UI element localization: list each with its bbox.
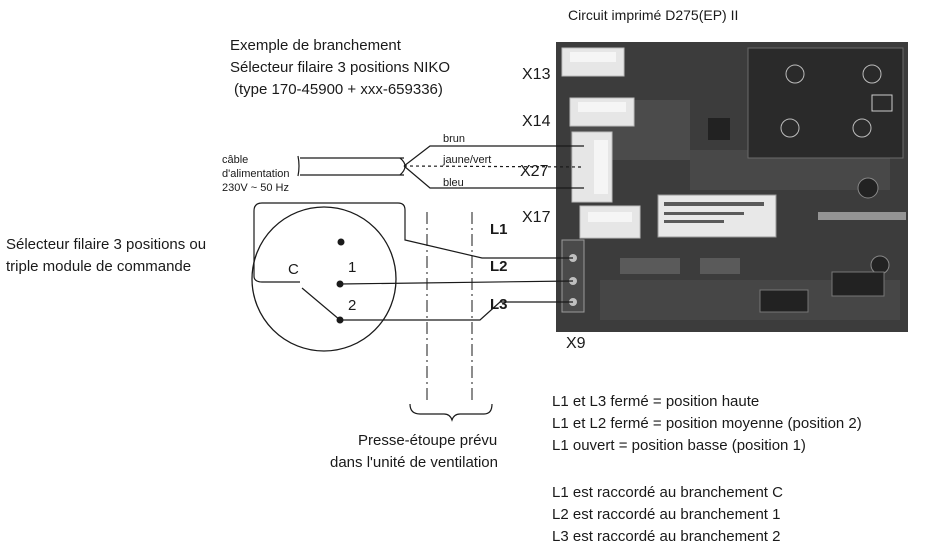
- note-5: L2 est raccordé au branchement 1: [552, 506, 780, 523]
- note-2: L1 et L2 fermé = position moyenne (posit…: [552, 415, 862, 432]
- note-6: L3 est raccordé au branchement 2: [552, 528, 780, 545]
- wire-label-jaune-vert: jaune/vert: [442, 154, 491, 166]
- label-l2: L2: [490, 258, 508, 275]
- label-x27: X27: [520, 163, 549, 180]
- transformer: [747, 47, 904, 159]
- cable-wires: [297, 145, 585, 189]
- cable-label-2: d'alimentation: [222, 168, 290, 180]
- wire-label-bleu: bleu: [443, 177, 464, 189]
- terminal-c-label: C: [288, 261, 299, 278]
- label-x14: X14: [522, 113, 551, 130]
- cable-label-3: 230V ~ 50 Hz: [222, 182, 289, 194]
- terminal-1-label: 1: [348, 259, 356, 276]
- gland-label-1: Presse-étoupe prévu: [358, 432, 497, 449]
- wire-brun: [403, 145, 584, 167]
- transformer-mark: [785, 64, 805, 84]
- relay: [657, 194, 777, 238]
- wire-label-brun: brun: [443, 133, 465, 145]
- label-l3: L3: [490, 296, 508, 313]
- label-x13: X13: [522, 66, 551, 83]
- label-x9: X9: [566, 335, 586, 352]
- wire-jaune-vert: [403, 165, 585, 168]
- pcb-title: Circuit imprimé D275(EP) II: [568, 7, 738, 23]
- note-4: L1 est raccordé au branchement C: [552, 484, 783, 501]
- wire-l1: [253, 202, 573, 283]
- wire-bleu: [403, 165, 584, 189]
- example-title: Exemple de branchement: [230, 37, 402, 54]
- cable-label-1: câble: [222, 154, 248, 166]
- example-line3: (type 170-45900 + xxx-659336): [234, 81, 443, 98]
- selector-label-2: triple module de commande: [6, 258, 191, 275]
- selector-label-1: Sélecteur filaire 3 positions ou: [6, 236, 206, 253]
- note-1: L1 et L3 fermé = position haute: [552, 393, 759, 410]
- label-l1: L1: [490, 221, 508, 238]
- wire-l3: [340, 301, 573, 321]
- pcb-board: [556, 42, 908, 332]
- note-3: L1 ouvert = position basse (position 1): [552, 437, 806, 454]
- gland-brace: [409, 403, 493, 422]
- wire-l2: [339, 280, 574, 285]
- gland-label-2: dans l'unité de ventilation: [330, 454, 498, 471]
- example-line2: Sélecteur filaire 3 positions NIKO: [230, 59, 450, 76]
- selector-dot-top: [337, 238, 345, 246]
- label-x17: X17: [522, 209, 551, 226]
- cable-end: [297, 155, 300, 177]
- terminal-2-label: 2: [348, 297, 356, 314]
- selector-switch-arm: [301, 287, 341, 321]
- selector-circle: [251, 206, 397, 352]
